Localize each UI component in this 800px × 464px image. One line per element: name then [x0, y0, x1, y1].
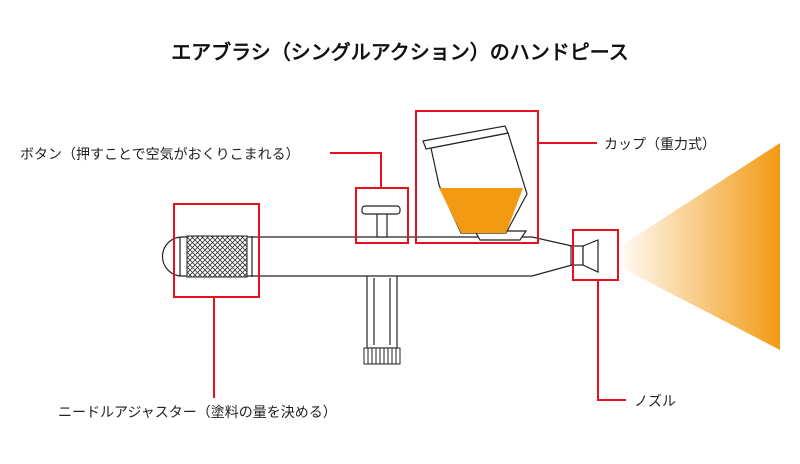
paint-cup [422, 125, 528, 241]
needle-adjuster-highlight [173, 203, 260, 298]
trigger-button [361, 205, 401, 238]
nozzle-part [570, 239, 599, 273]
nozzle-label: ノズル [634, 394, 676, 410]
button-leader [330, 152, 382, 188]
button-label: ボタン（押すことで空気がおくりこまれる） [20, 147, 300, 163]
needle-adjuster-label: ニードルアジャスター（塗料の量を決める） [58, 405, 337, 421]
diagram-title: エアブラシ（シングルアクション）のハンドピース [171, 40, 629, 64]
airbrush-body [161, 236, 573, 277]
paint-spray [622, 143, 780, 350]
nozzle-highlight [572, 229, 619, 281]
cup-highlight [415, 110, 539, 244]
paint-fill [439, 188, 523, 233]
needle-adjuster-mesh [186, 235, 248, 278]
handle [366, 269, 398, 349]
handle-thread [363, 347, 401, 365]
cup-label: カップ（重力式） [604, 137, 716, 153]
nozzle-leader [597, 280, 626, 401]
